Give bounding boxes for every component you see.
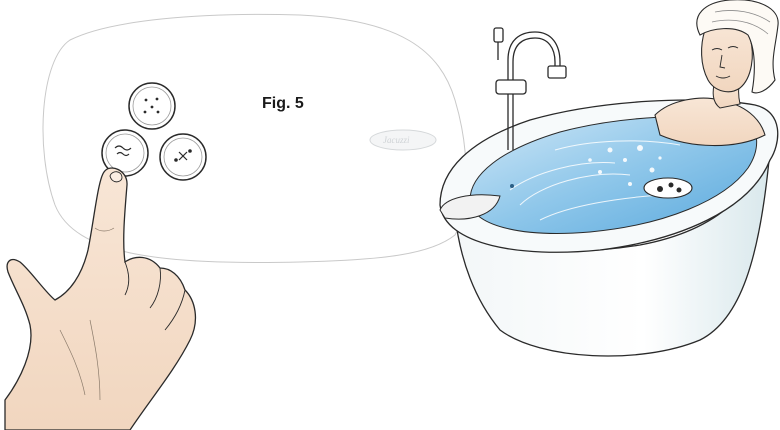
figure-label: Fig. 5 (262, 95, 304, 112)
faucet-illustration (493, 27, 567, 150)
brand-text: Jacuzzi (383, 135, 410, 145)
dots-pattern-icon (143, 97, 160, 114)
button-top[interactable] (128, 82, 176, 130)
button-sparkle[interactable] (159, 133, 207, 181)
wave-pattern-icon (114, 145, 132, 157)
woman-illustration (654, 0, 779, 147)
control-panel (42, 13, 467, 263)
pointing-hand-illustration (4, 167, 197, 430)
button-wave[interactable] (101, 129, 149, 177)
brand-logo: Jacuzzi (369, 129, 437, 151)
tub-control-panel (643, 177, 693, 199)
sparkle-pattern-icon (174, 149, 192, 162)
